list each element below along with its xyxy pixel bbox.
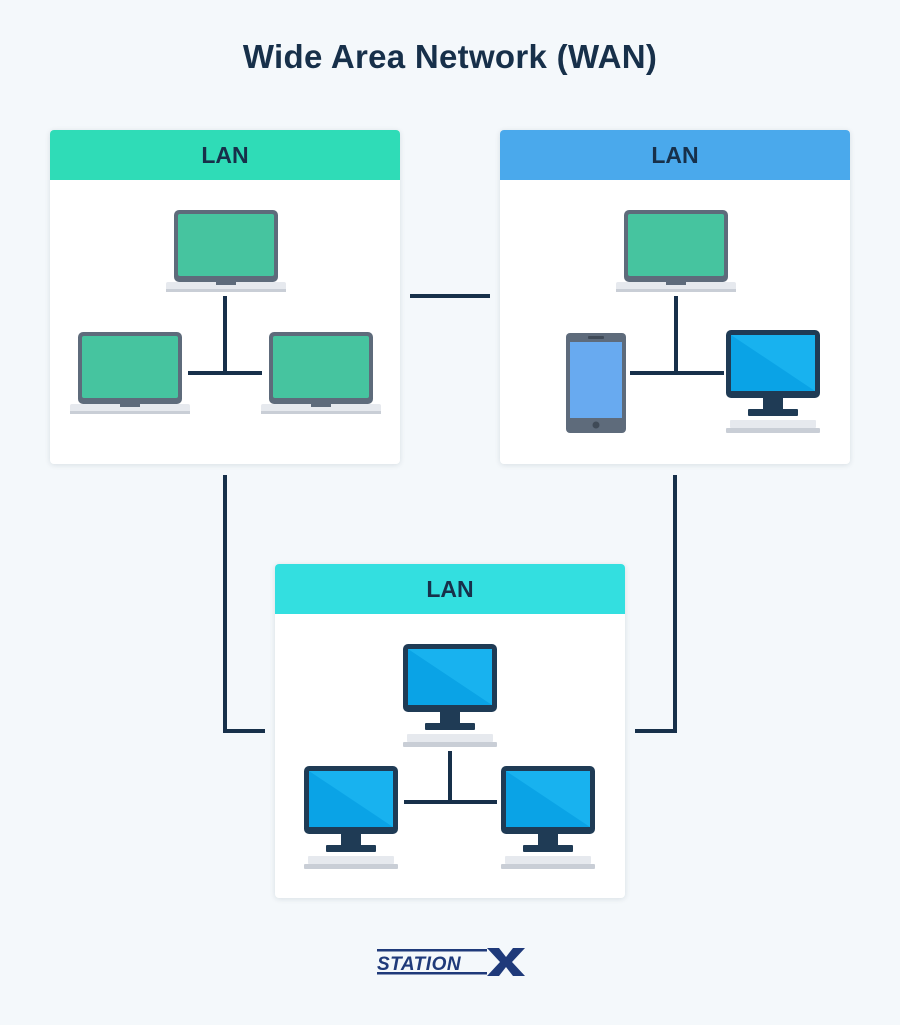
desktop-icon xyxy=(501,766,595,870)
lan-box-a: LAN xyxy=(50,130,400,464)
lan-b-links xyxy=(630,296,724,375)
lan-c-links xyxy=(404,751,497,804)
smartphone-icon xyxy=(566,333,626,433)
lan-header: LAN xyxy=(500,130,850,180)
link-lan-a-lan-c xyxy=(223,475,265,733)
laptop-icon xyxy=(616,210,736,294)
link-lan-b-lan-c xyxy=(635,475,677,733)
stationx-logo: STATION xyxy=(377,948,525,976)
desktop-icon xyxy=(304,766,398,870)
lan-header: LAN xyxy=(275,564,625,614)
lan-header: LAN xyxy=(50,130,400,180)
svg-text:STATION: STATION xyxy=(377,954,462,975)
lan-a-links xyxy=(188,296,262,375)
desktop-icon xyxy=(403,644,497,748)
desktop-icon xyxy=(726,330,820,434)
laptop-icon xyxy=(70,332,190,416)
diagram-title: Wide Area Network (WAN) xyxy=(242,38,658,75)
laptop-icon xyxy=(261,332,381,416)
laptop-icon xyxy=(166,210,286,294)
lan-box-b: LAN xyxy=(500,130,850,464)
lan-box-c: LAN xyxy=(275,564,625,898)
